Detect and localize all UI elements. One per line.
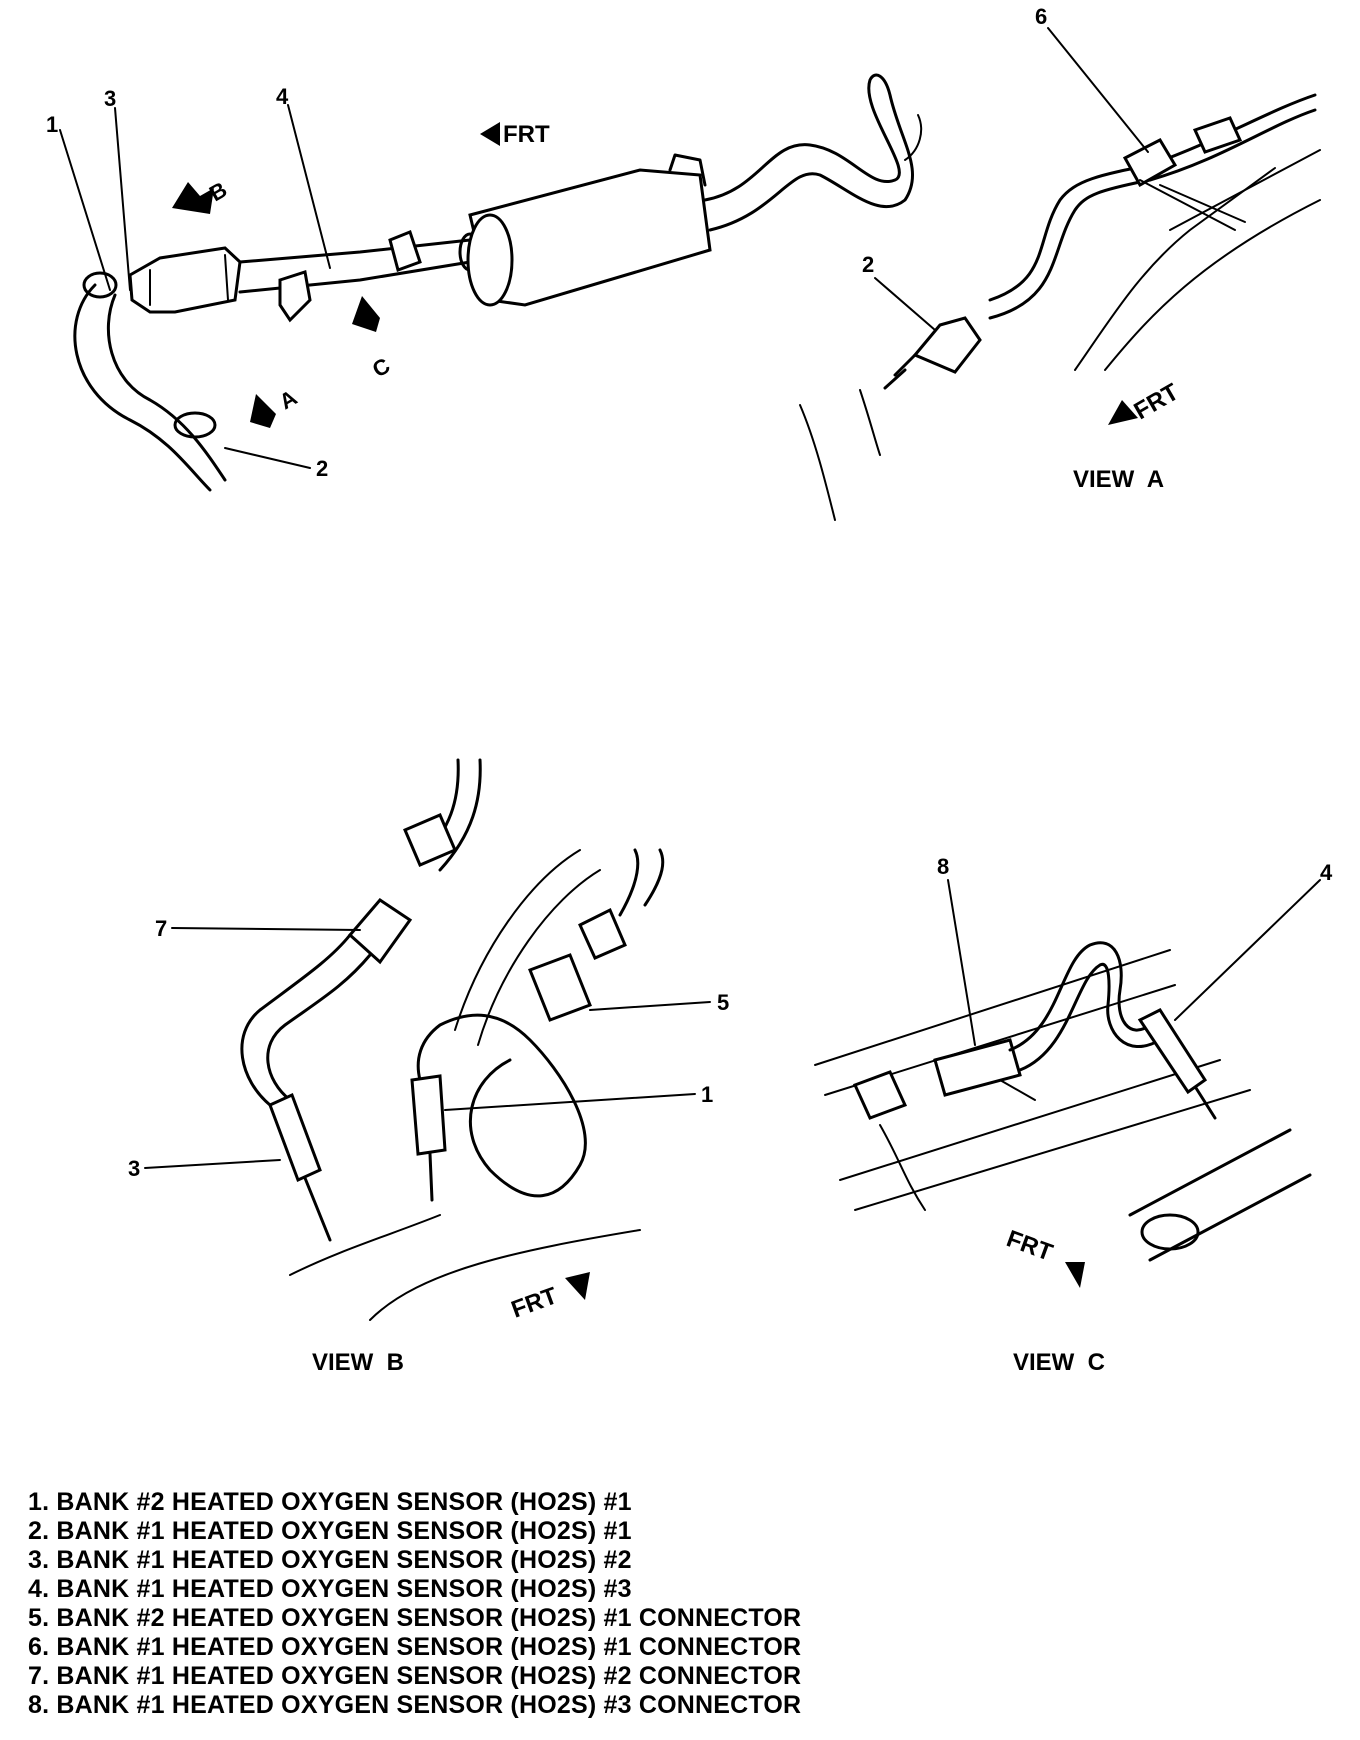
view-b-oxygen-sensor-1 <box>410 1074 447 1156</box>
callout-view-b-3: 3 <box>128 1156 140 1181</box>
callout-main-1: 1 <box>46 112 58 137</box>
view-c: FRT 8 4 VIEW C <box>814 854 1333 1376</box>
view-a-arrow-letter: A <box>275 385 301 415</box>
leader-view-c-4 <box>1174 879 1321 1021</box>
callout-main-3: 3 <box>104 86 116 111</box>
parts-legend: 1. BANK #2 HEATED OXYGEN SENSOR (HO2S) #… <box>28 1488 801 1720</box>
leader-view-c-8 <box>947 879 976 1046</box>
callout-view-a-2: 2 <box>862 252 874 277</box>
pipe-flange-lower <box>173 411 217 439</box>
leader-main-3 <box>114 107 131 291</box>
frt-label-view-a: FRT <box>1130 378 1184 425</box>
view-b-oxygen-sensor-3 <box>268 1092 322 1183</box>
view-c-sensor-harness <box>1008 941 1162 1072</box>
view-a: FRT 6 2 VIEW A <box>799 4 1321 521</box>
leader-view-b-1 <box>444 1093 696 1111</box>
legend-item-1: 1. BANK #2 HEATED OXYGEN SENSOR (HO2S) #… <box>28 1488 632 1516</box>
view-b-connector-5 <box>528 953 592 1022</box>
view-c-label: VIEW C <box>1013 1349 1105 1376</box>
view-b-sensor-3-harness <box>240 933 372 1107</box>
legend-item-6: 6. BANK #1 HEATED OXYGEN SENSOR (HO2S) #… <box>28 1633 802 1661</box>
view-b-arrow: B <box>172 177 231 214</box>
legend-item-2: 2. BANK #1 HEATED OXYGEN SENSOR (HO2S) #… <box>28 1517 632 1545</box>
callout-view-a-6: 6 <box>1035 4 1047 29</box>
view-c-arrow-letter: C <box>368 353 394 383</box>
tailpipe <box>703 73 914 232</box>
muffler-hanger <box>668 153 707 187</box>
frt-label-view-c: FRT <box>1003 1225 1056 1266</box>
view-a-connector-6 <box>1122 138 1178 188</box>
frt-arrow-main <box>480 122 500 146</box>
leader-view-b-5 <box>589 1001 711 1011</box>
leader-view-a-6 <box>1047 27 1149 153</box>
view-a-arrow: A <box>250 385 301 428</box>
view-a-oxygen-sensor <box>912 316 982 374</box>
view-c-frame-rail <box>814 949 1251 1211</box>
view-a-label: VIEW A <box>1073 466 1164 493</box>
frt-arrow-view-a <box>1108 400 1138 425</box>
view-c-exhaust-pipe <box>1128 1128 1312 1262</box>
view-c-oxygen-sensor-4 <box>1137 1008 1208 1095</box>
legend-item-4: 4. BANK #1 HEATED OXYGEN SENSOR (HO2S) #… <box>28 1575 632 1603</box>
callout-view-c-8: 8 <box>937 854 949 879</box>
callout-view-b-1: 1 <box>701 1082 713 1107</box>
leader-main-4 <box>287 104 331 269</box>
leader-view-b-3 <box>144 1159 281 1169</box>
pipe-flange-front <box>82 271 118 299</box>
front-exhaust-pipe <box>73 283 227 492</box>
legend-item-5: 5. BANK #2 HEATED OXYGEN SENSOR (HO2S) #… <box>28 1604 802 1632</box>
view-b-sensor-1-harness <box>416 1013 587 1198</box>
callout-view-c-4: 4 <box>1320 860 1333 885</box>
callout-main-4: 4 <box>276 84 289 109</box>
callout-view-b-5: 5 <box>717 990 729 1015</box>
intermediate-pipe <box>238 238 472 294</box>
view-b: FRT 7 5 1 3 VIEW B <box>128 758 729 1376</box>
view-c-connector-8 <box>933 1038 1022 1097</box>
view-b-label: VIEW B <box>312 1349 404 1376</box>
legend-item-8: 8. BANK #1 HEATED OXYGEN SENSOR (HO2S) #… <box>28 1691 802 1719</box>
catalytic-converter <box>128 246 242 314</box>
view-b-connector-7 <box>347 898 413 965</box>
view-a-sensor-harness <box>988 163 1152 320</box>
frt-arrow-view-c <box>1065 1262 1085 1288</box>
callout-main-2: 2 <box>316 456 328 481</box>
frt-arrow-view-b <box>565 1272 590 1300</box>
leader-main-2 <box>224 447 311 469</box>
leader-view-b-7 <box>171 927 361 931</box>
frt-label-main: FRT <box>503 121 550 148</box>
pipe-clamp <box>388 230 422 272</box>
legend-item-3: 3. BANK #1 HEATED OXYGEN SENSOR (HO2S) #… <box>28 1546 632 1574</box>
main-exhaust-view: FRT B C A 1 3 4 2 <box>46 73 923 492</box>
leader-main-1 <box>59 129 111 291</box>
view-b-upper-connector <box>403 813 457 867</box>
callout-view-b-7: 7 <box>155 916 167 941</box>
view-c-arrow: C <box>352 296 394 382</box>
frt-label-view-b: FRT <box>508 1282 561 1323</box>
pipe-hanger <box>278 270 312 323</box>
legend-item-7: 7. BANK #1 HEATED OXYGEN SENSOR (HO2S) #… <box>28 1662 802 1690</box>
leader-view-a-2 <box>874 277 936 331</box>
